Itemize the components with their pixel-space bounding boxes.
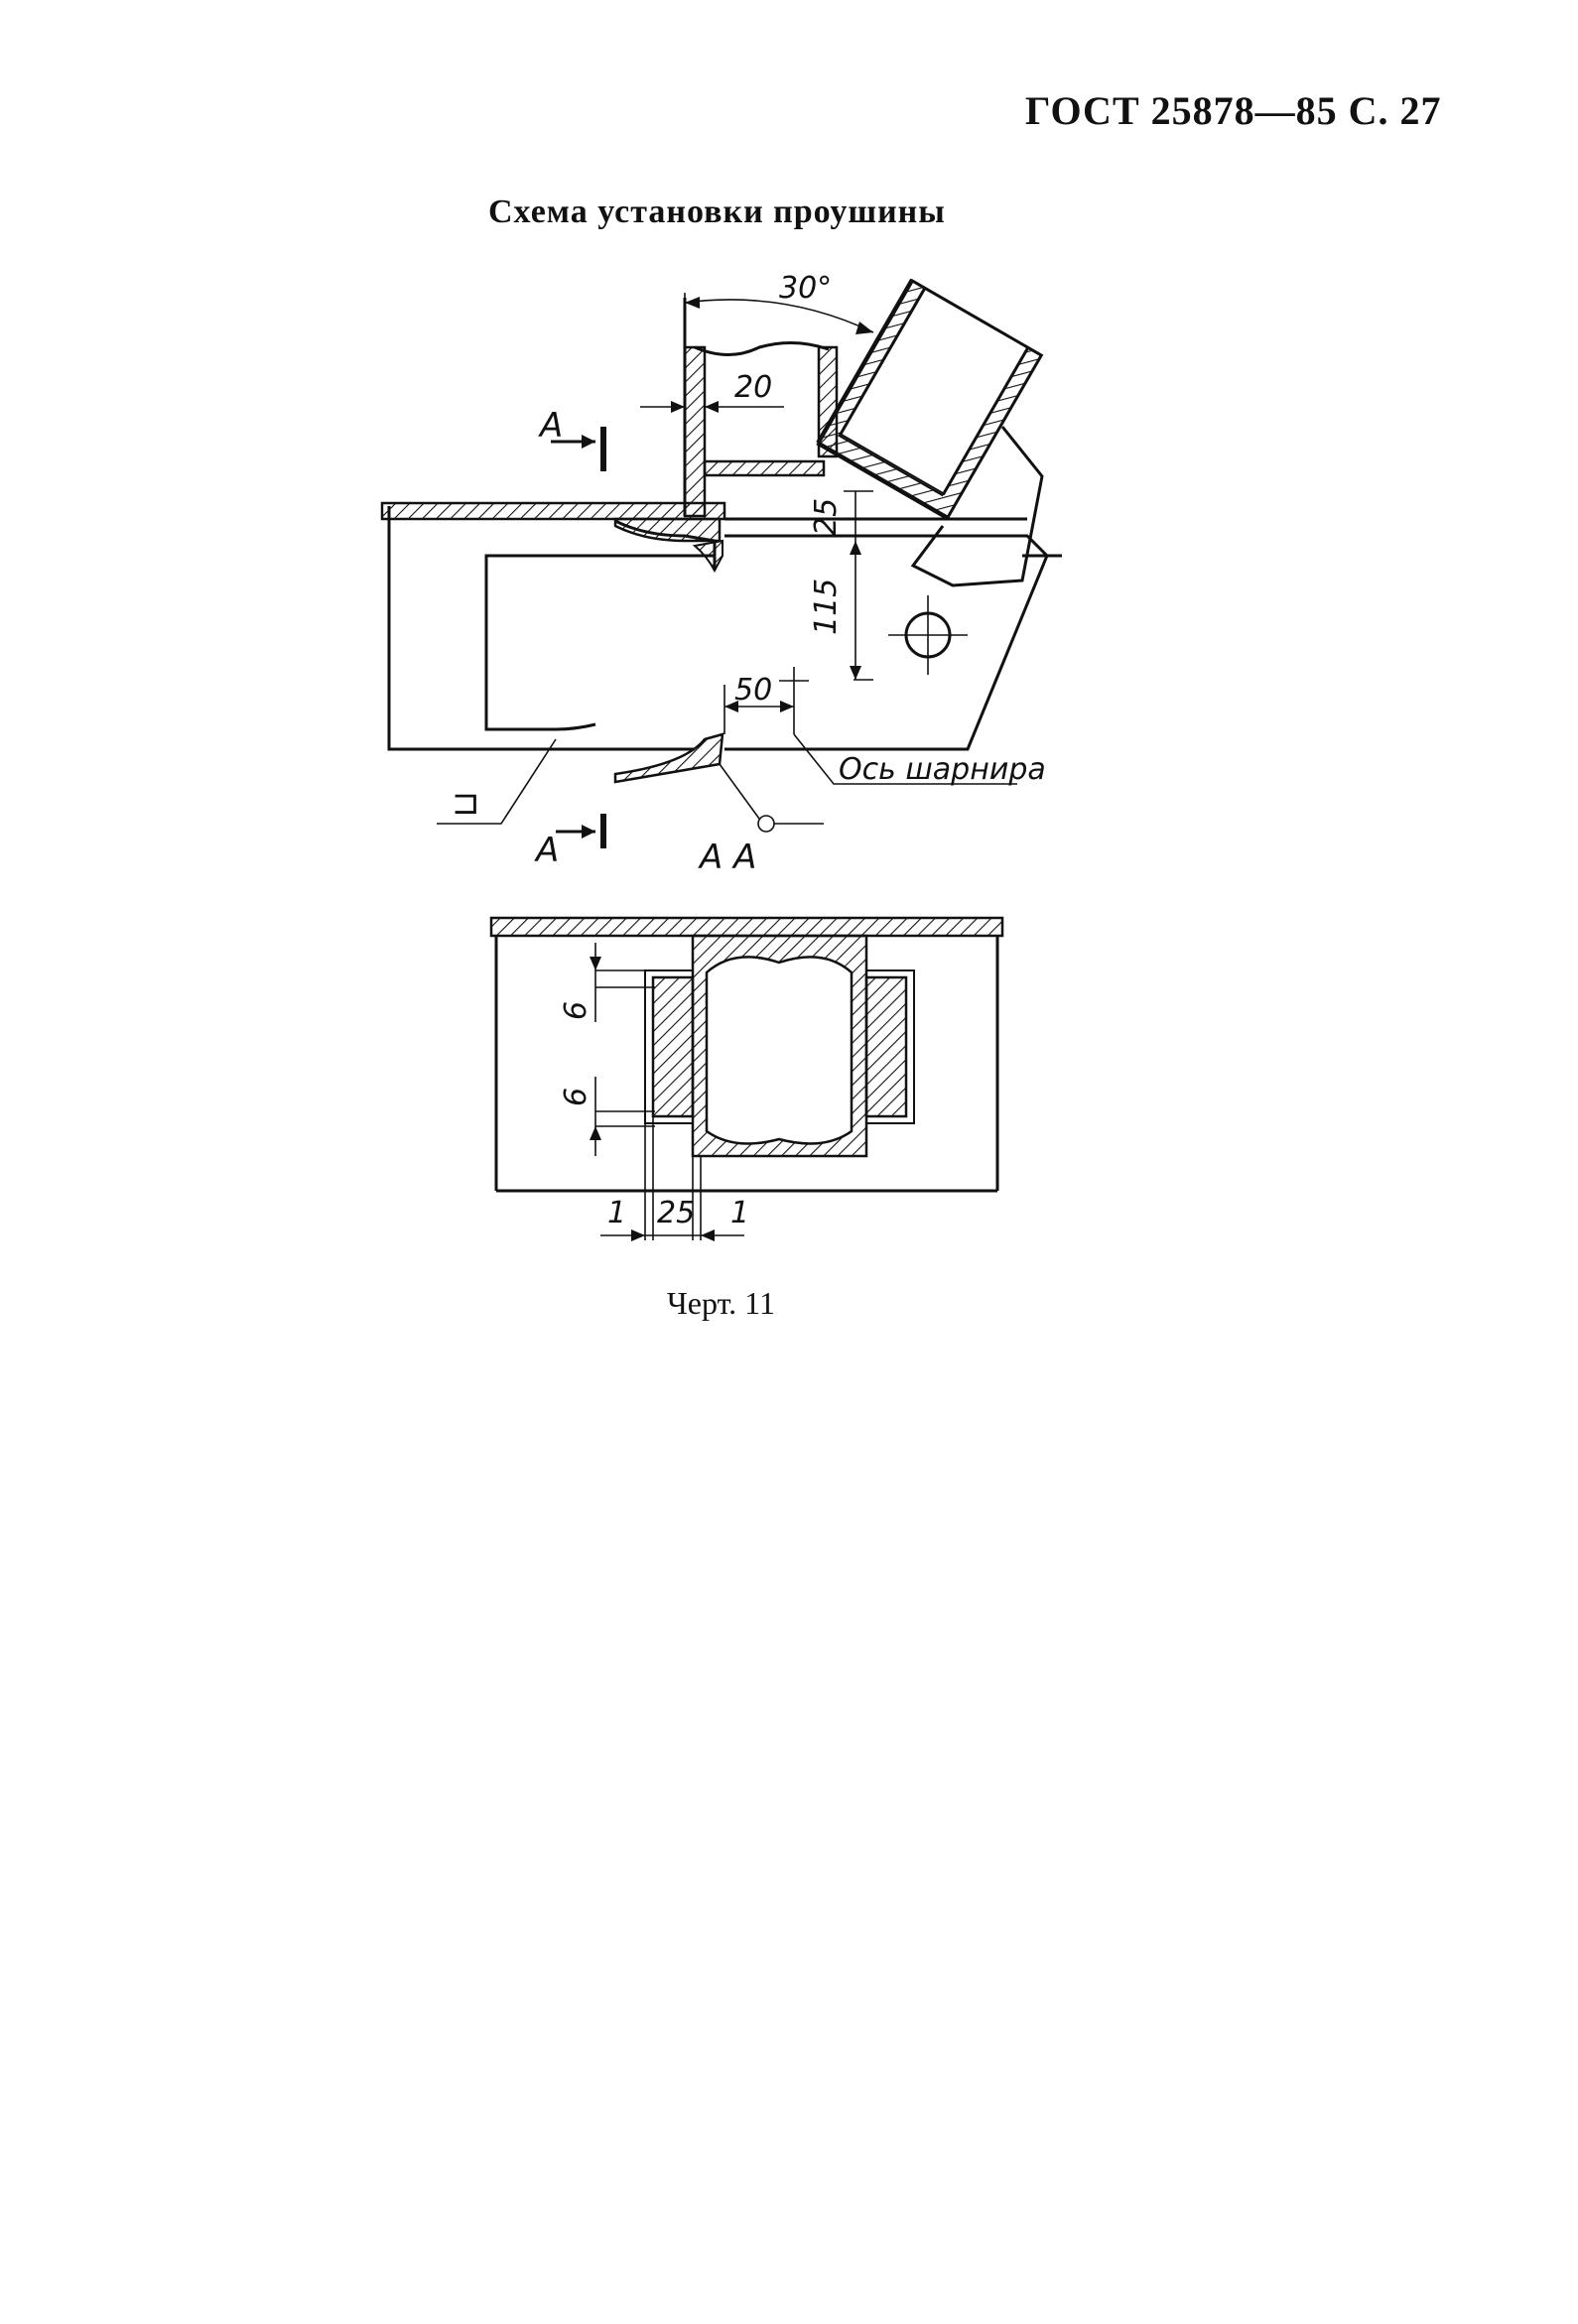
weld-symbol: ⊐ [452,783,480,823]
section-mark-bottom: А [534,831,559,870]
section-title: А А [698,838,756,877]
dim-25-vertical: 25 [809,498,844,536]
hinge-axis-label: Ось шарнира [839,752,1046,787]
dim-6-top: 6 [559,1001,593,1020]
dim-6-bottom: 6 [559,1088,593,1106]
dim-1-left: 1 [607,1196,626,1230]
figure-caption: Черт. 11 [667,1285,775,1321]
section-a-a-view: 6 6 1 25 1 [489,916,1004,1241]
figure-title: Схема установки проушины [488,194,946,230]
angle-dim: 30° [779,271,832,306]
page-header: ГОСТ 25878—85 С. 27 [1025,88,1442,133]
dim-115: 115 [809,579,844,635]
dim-1-right: 1 [730,1196,749,1230]
dim-25-section: 25 [657,1196,695,1230]
dim-20: 20 [734,370,772,405]
section-mark-top: А [538,406,563,446]
eyelet-installation-view: 30° 20 25 115 50 Ось шарнира ⊐ [380,271,1062,877]
dim-50: 50 [734,673,772,708]
